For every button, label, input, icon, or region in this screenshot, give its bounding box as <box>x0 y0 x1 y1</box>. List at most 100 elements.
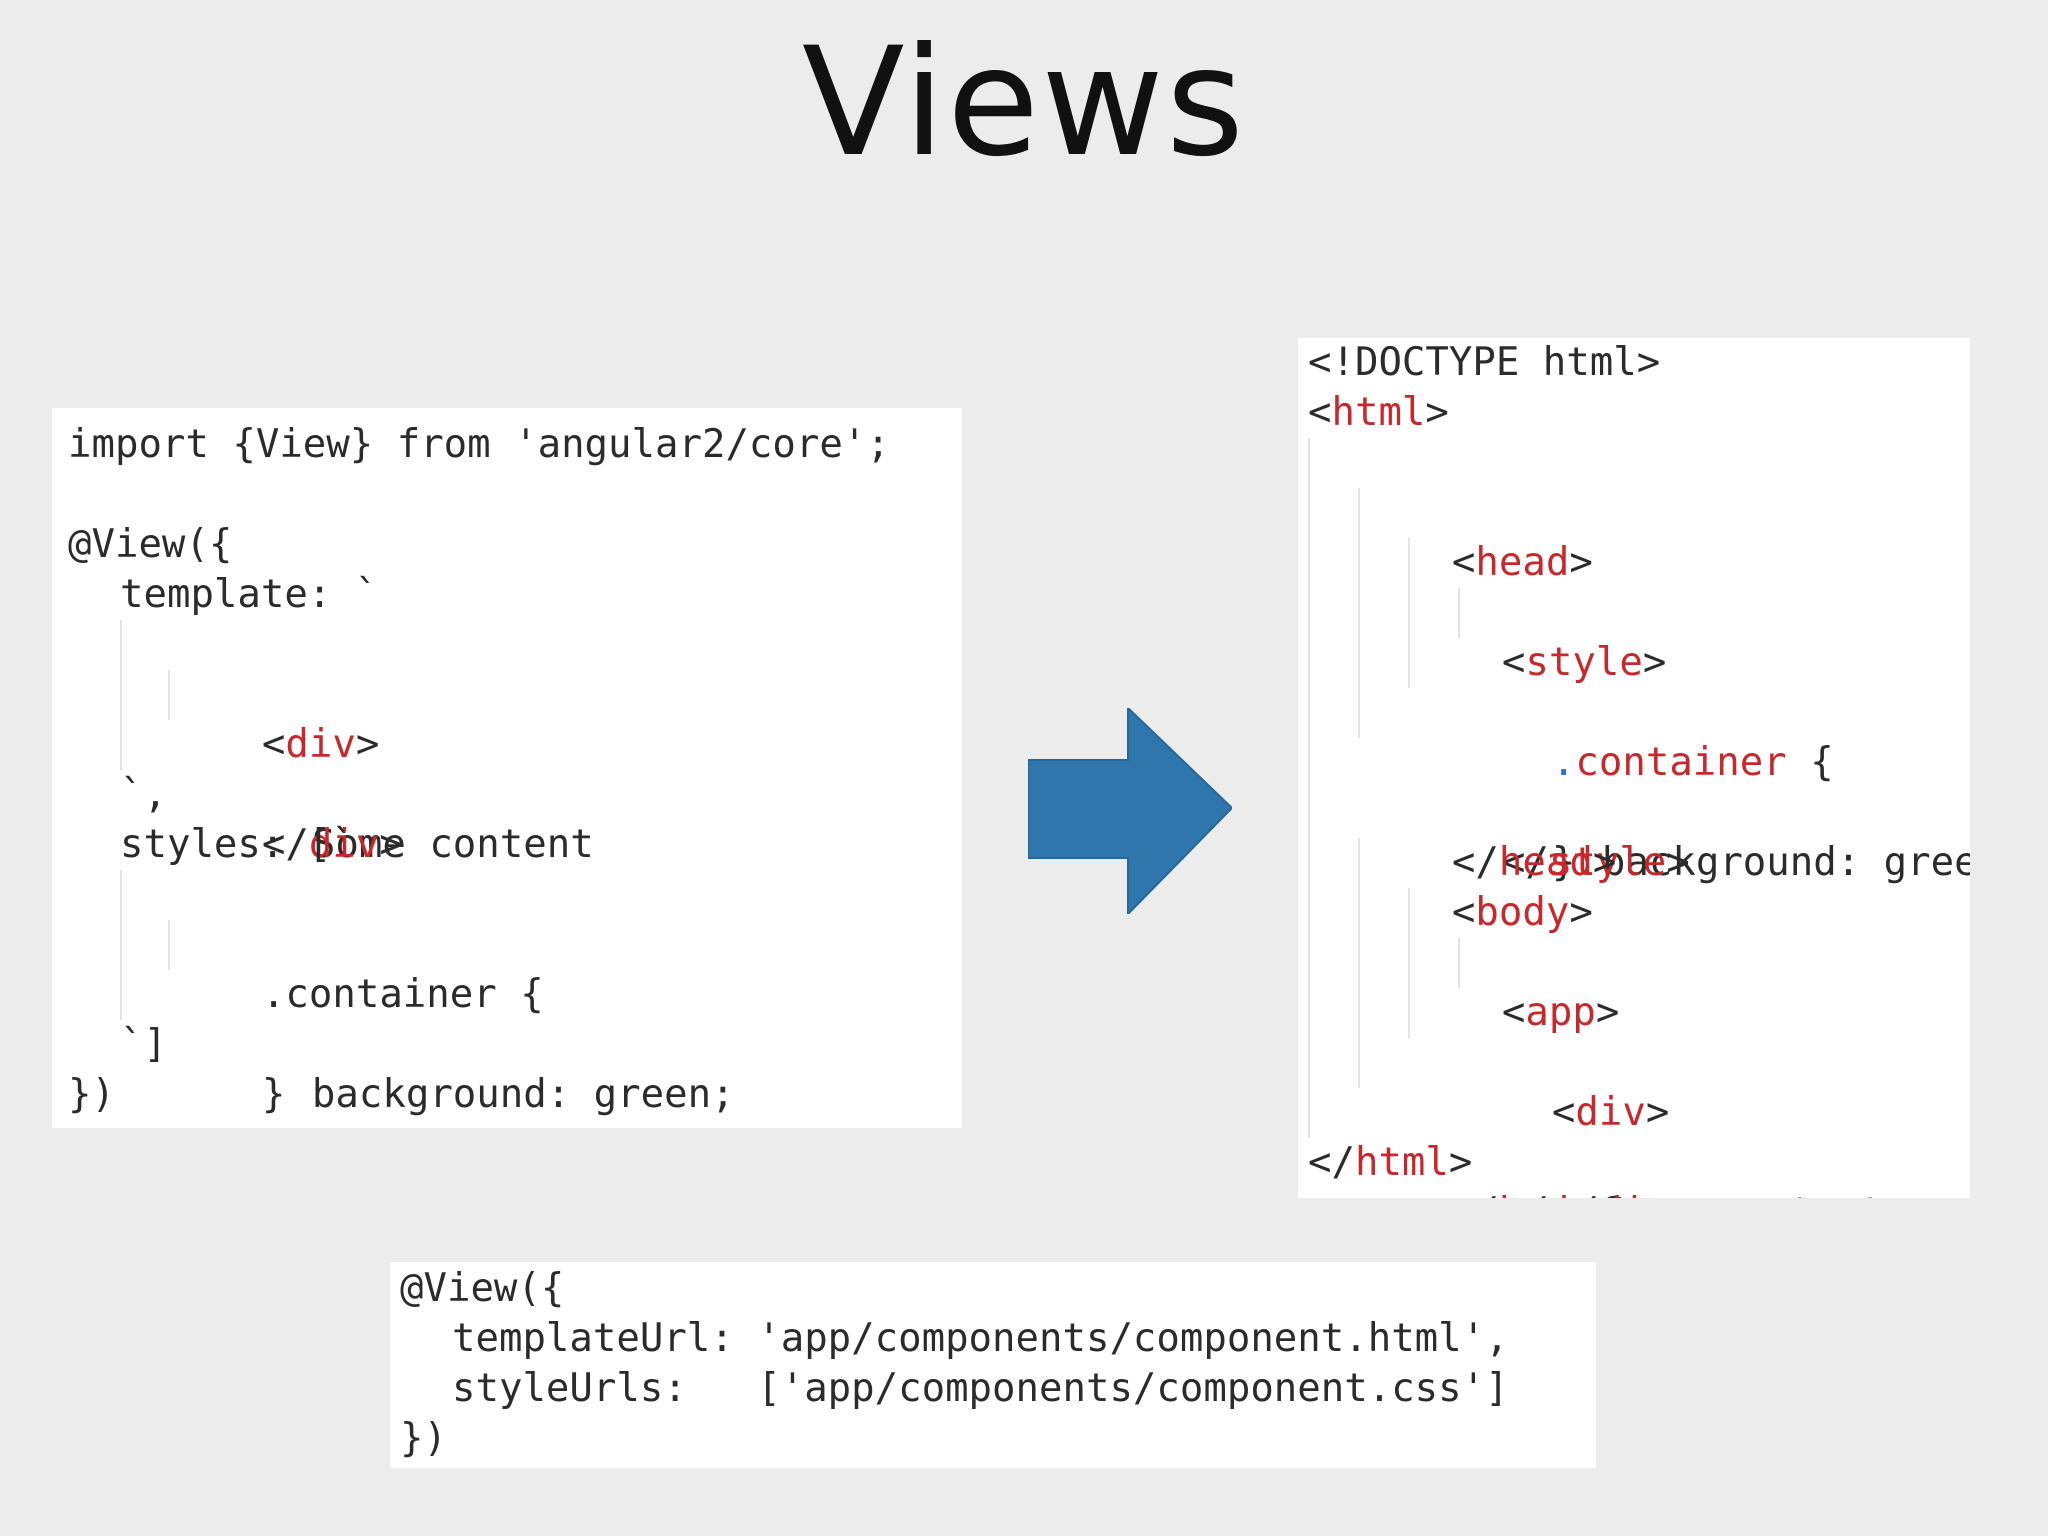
indent-guide <box>1458 588 1460 638</box>
css-close-brace: } <box>261 1072 286 1117</box>
code-line: }) <box>400 1414 1596 1464</box>
body-close-tag: </body> <box>1402 1190 1616 1198</box>
view-decorator-open: @View({ <box>68 522 233 567</box>
div-open-tag: <div> <box>261 722 380 767</box>
code-line: <body> <box>1308 788 1970 935</box>
indent-guide <box>120 920 122 970</box>
code-line: `] <box>68 1020 962 1070</box>
indent-guide <box>1408 538 1410 588</box>
code-line: `, <box>68 770 962 820</box>
doctype: <!DOCTYPE html> <box>1308 340 1661 385</box>
indent-guide <box>1358 988 1360 1038</box>
indent-guide <box>1358 888 1360 938</box>
indent-guide <box>1308 438 1310 488</box>
import-statement: import {View} from 'angular2/core'; <box>68 422 890 467</box>
indent-guide <box>120 620 122 670</box>
styles-key: styles: [` <box>120 822 355 867</box>
indent-guide <box>1358 1038 1360 1088</box>
template-content: Some content <box>311 822 594 867</box>
indent-guide <box>1358 588 1360 638</box>
div-close-tag: </div> <box>261 822 403 867</box>
code-line: template: ` <box>68 570 962 620</box>
code-line: import {View} from 'angular2/core'; <box>68 420 962 470</box>
indent-guide <box>1308 788 1310 838</box>
indent-guide <box>1308 1088 1310 1138</box>
rendered-content: Some content <box>1402 1190 1884 1198</box>
indent-guide <box>120 870 122 920</box>
css-rule: background: green; <box>1601 840 1970 885</box>
style-open-tag: <style> <box>1501 640 1667 685</box>
indent-guide <box>1358 688 1360 738</box>
code-line: <!DOCTYPE html> <box>1308 338 1970 388</box>
styles-end: `] <box>120 1022 167 1067</box>
indent-guide <box>1408 888 1410 938</box>
indent-guide <box>1458 938 1460 988</box>
css-selector: .container { <box>1551 740 1834 785</box>
right-arrow-icon <box>1028 708 1232 914</box>
css-close-brace: } <box>1551 840 1576 885</box>
indent-guide <box>1358 838 1360 888</box>
indent-guide <box>1358 638 1360 688</box>
style-close-tag: </style> <box>1501 840 1690 885</box>
code-line: Some content <box>1308 938 1970 1198</box>
template-url-line: templateUrl: 'app/components/component.h… <box>452 1316 1509 1361</box>
code-line: .container { <box>1308 538 1970 785</box>
indent-guide <box>1358 538 1360 588</box>
indent-guide <box>1358 488 1360 538</box>
indent-guide <box>1408 588 1410 638</box>
indent-guide <box>1308 588 1310 638</box>
indent-guide <box>1308 838 1310 888</box>
code-line: </html> <box>1308 1138 1970 1188</box>
template-end: `, <box>120 772 167 817</box>
code-line: templateUrl: 'app/components/component.h… <box>400 1314 1596 1364</box>
code-line: } <box>68 970 962 1117</box>
head-close-tag: </head> <box>1451 840 1617 885</box>
code-line: <div> <box>68 620 962 767</box>
view-decorator-close: }) <box>68 1072 115 1117</box>
code-line: .container { <box>68 870 962 1017</box>
indent-guide <box>1308 888 1310 938</box>
indent-guide <box>1308 738 1310 788</box>
indent-guide <box>168 670 170 720</box>
view-decorator-open: @View({ <box>400 1266 565 1311</box>
code-line: @View({ <box>68 520 962 570</box>
external-urls-panel: @View({ templateUrl: 'app/components/com… <box>390 1262 1596 1468</box>
code-line: @View({ <box>400 1264 1596 1314</box>
code-line: } <box>1308 638 1970 885</box>
code-line-blank <box>68 470 962 520</box>
indent-guide <box>1408 638 1410 688</box>
code-line: <head> <box>1308 438 1970 585</box>
code-line: </head> <box>1308 738 1970 885</box>
code-line: styleUrls: ['app/components/component.cs… <box>400 1364 1596 1414</box>
code-line: Some content <box>68 670 962 867</box>
code-line: background: green; <box>68 920 962 1117</box>
indent-guide <box>1358 938 1360 988</box>
indent-guide <box>1408 988 1410 1038</box>
indent-guide <box>1308 988 1310 1038</box>
indent-guide <box>120 670 122 720</box>
div-open-tag: <div> <box>1551 1090 1670 1135</box>
slide-title: Views <box>801 16 1247 190</box>
view-decorator-close: }) <box>400 1416 447 1461</box>
app-open-tag: <app> <box>1501 990 1620 1035</box>
code-line: </app> <box>1308 1038 1970 1198</box>
indent-guide <box>120 970 122 1020</box>
code-line: styles: [` <box>68 820 962 870</box>
code-line: </body> <box>1308 1088 1970 1198</box>
indent-guide <box>120 720 122 770</box>
template-key: template: ` <box>120 572 379 617</box>
rendered-html-panel: <!DOCTYPE html> <html> <head> <style> .c… <box>1298 338 1970 1198</box>
html-close-tag: </html> <box>1308 1140 1473 1185</box>
indent-guide <box>1308 638 1310 688</box>
code-line: <style> <box>1308 488 1970 685</box>
code-line: }) <box>68 1070 962 1120</box>
indent-guide <box>1308 938 1310 988</box>
component-code-panel: import {View} from 'angular2/core'; @Vie… <box>52 408 962 1128</box>
style-urls-line: styleUrls: ['app/components/component.cs… <box>452 1366 1509 1411</box>
code-line: </style> <box>1308 688 1970 885</box>
code-line: background: green; <box>1308 588 1970 885</box>
indent-guide <box>1408 938 1410 988</box>
app-close-tag: </app> <box>1402 1190 1643 1198</box>
div-close-tag: </div> <box>1402 1190 1693 1198</box>
indent-guide <box>1308 688 1310 738</box>
